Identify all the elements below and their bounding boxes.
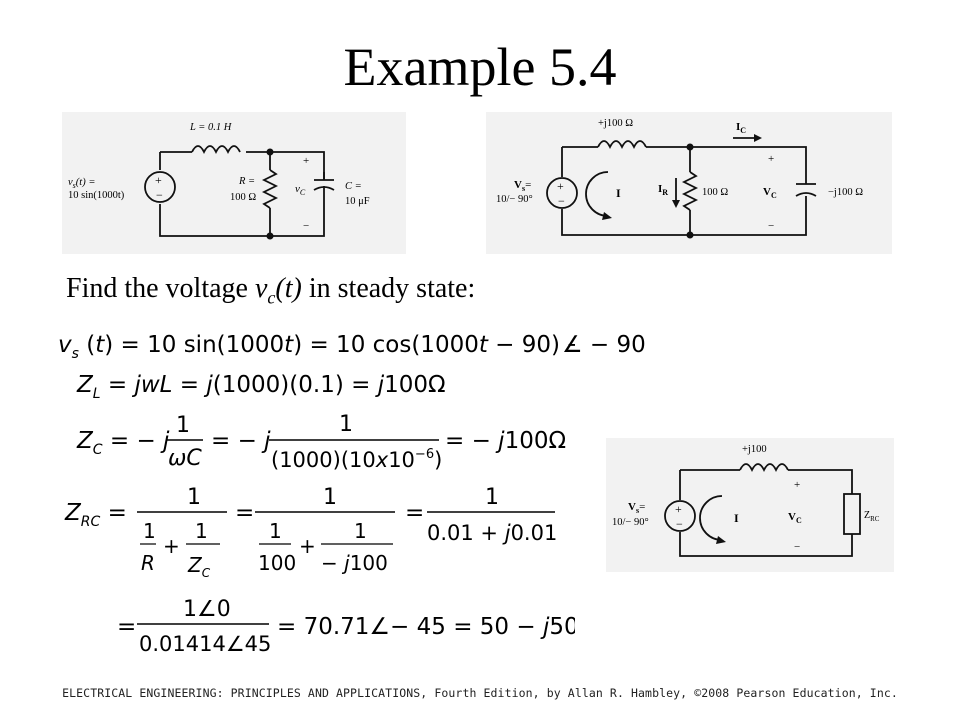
svg-text:∠ − 90: ∠ − 90 xyxy=(562,332,646,358)
c3-source-value: 10/− 90° xyxy=(612,517,649,528)
equation-vs-phasor-angle: ∠ − 90 xyxy=(562,332,646,358)
svg-text:0.01414∠45: 0.01414∠45 xyxy=(139,632,271,656)
svg-text:1: 1 xyxy=(269,519,282,543)
c3-loop-current: I xyxy=(734,511,739,525)
svg-text:ωC: ωC xyxy=(168,446,202,471)
svg-text:1: 1 xyxy=(485,485,499,510)
svg-text:ZC = − j: ZC = − j xyxy=(76,428,170,458)
svg-text:− j100: − j100 xyxy=(321,551,388,575)
c3-vc-minus: − xyxy=(794,541,800,553)
c1-source-label: vs(t) = xyxy=(68,177,95,190)
svg-text:1: 1 xyxy=(339,412,353,437)
problem-statement: Find the voltage vc(t) in steady state: xyxy=(66,273,476,308)
svg-text:vs (t) = 10 sin(1000t) = 10 co: vs (t) = 10 sin(1000t) = 10 cos(1000t − … xyxy=(58,332,575,362)
equation-zc: ZC = − j 1 ωC = − j 1 (1000)(10x10−6) = … xyxy=(76,412,566,472)
c2-source-minus: − xyxy=(558,194,565,208)
c1-vc-label: vC xyxy=(295,183,306,197)
c3-load-label: ZRC xyxy=(864,510,880,523)
svg-text:+: + xyxy=(299,534,316,558)
svg-text:(1000)(10x10−6): (1000)(10x10−6) xyxy=(271,447,442,472)
svg-text:=: = xyxy=(117,614,136,640)
c2-source-value: 10/− 90° xyxy=(496,194,533,205)
c1-source-plus: + xyxy=(155,173,162,187)
c2-vc-label: VC xyxy=(763,186,777,200)
equation-vs-phasor: vs (t) = 10 sin(1000t) = 10 cos(1000t − … xyxy=(58,332,575,362)
c2-ic-label: IC xyxy=(736,121,746,135)
svg-text:=: = xyxy=(405,500,424,526)
svg-text:1: 1 xyxy=(187,485,201,510)
c1-resistor-label-2: 100 Ω xyxy=(230,192,256,203)
c2-ir-label: IR xyxy=(658,183,668,197)
footer-citation: ELECTRICAL ENGINEERING: PRINCIPLES AND A… xyxy=(62,686,898,700)
c3-vc-label: VC xyxy=(788,511,802,525)
c3-inductor-label: +j100 xyxy=(742,444,767,455)
c1-source-value: 10 sin(1000t) xyxy=(68,190,125,201)
c1-vc-minus: − xyxy=(303,220,309,232)
c1-inductor-label: L = 0.1 H xyxy=(189,122,233,133)
equation-zrc-result: = 1∠0 0.01414∠45 = 70.71∠− 45 = 50 − j50 xyxy=(117,597,575,656)
svg-text:= − j: = − j xyxy=(211,428,271,454)
circuit-diagram-3: + − Vs= 10/− 90° +j100 I + VC − ZRC xyxy=(606,438,894,572)
c1-resistor-label-1: R = xyxy=(238,176,255,187)
svg-text:ZRC =: ZRC = xyxy=(64,500,127,530)
svg-text:1∠0: 1∠0 xyxy=(183,597,231,622)
c2-source-label: Vs= xyxy=(514,179,531,193)
equation-zl: ZL = jwL = j(1000)(0.1) = j100Ω xyxy=(76,372,446,402)
svg-text:1: 1 xyxy=(195,519,208,543)
equation-zrc: ZRC = 1 1 R + 1 ZC = 1 1 100 + 1 − j100 … xyxy=(64,485,557,580)
c1-vc-plus: + xyxy=(303,155,309,167)
c3-source-label: Vs= xyxy=(628,501,645,515)
svg-text:= − j100Ω: = − j100Ω xyxy=(445,428,566,454)
circuit-1-svg: + − vs(t) = 10 sin(1000t) L = 0.1 H R = … xyxy=(68,122,370,240)
svg-text:= 70.71∠− 45 = 50 − j50: = 70.71∠− 45 = 50 − j50 xyxy=(277,614,575,640)
circuit-diagram-1: + − vs(t) = 10 sin(1000t) L = 0.1 H R = … xyxy=(62,112,406,254)
svg-text:=: = xyxy=(235,500,254,526)
svg-text:0.01 + j0.01: 0.01 + j0.01 xyxy=(427,521,557,545)
c2-resistor-label: 100 Ω xyxy=(702,187,728,198)
c1-cap-label-1: C = xyxy=(345,181,362,192)
c1-cap-label-2: 10 μF xyxy=(345,196,370,207)
svg-text:1: 1 xyxy=(354,519,367,543)
svg-text:ZC: ZC xyxy=(187,553,211,580)
c3-source-plus: + xyxy=(675,502,682,516)
c2-capacitor-label: −j100 Ω xyxy=(828,187,863,198)
svg-text:ZL = jwL = j(1000)(0.1) = j100: ZL = jwL = j(1000)(0.1) = j100Ω xyxy=(76,372,446,402)
svg-text:+: + xyxy=(163,534,180,558)
c2-vc-minus: − xyxy=(768,220,774,232)
c3-source-minus: − xyxy=(676,517,683,531)
svg-text:R: R xyxy=(141,551,155,575)
c2-source-plus: + xyxy=(557,179,564,193)
svg-text:100: 100 xyxy=(258,551,296,575)
c2-loop-current: I xyxy=(616,186,621,200)
c2-vc-plus: + xyxy=(768,153,774,165)
svg-text:1: 1 xyxy=(323,485,337,510)
svg-text:1: 1 xyxy=(143,519,156,543)
c3-vc-plus: + xyxy=(794,479,800,491)
c1-source-minus: − xyxy=(156,188,163,202)
slide-title: Example 5.4 xyxy=(343,37,617,97)
c2-inductor-label: +j100 Ω xyxy=(598,118,633,129)
svg-text:1: 1 xyxy=(176,413,190,438)
equations: vs (t) = 10 sin(1000t) = 10 cos(1000t − … xyxy=(58,332,575,656)
circuit-diagram-2: + − Vs= 10/− 90° +j100 Ω I IR 100 Ω + VC… xyxy=(486,112,892,254)
circuit-3-svg: + − Vs= 10/− 90° +j100 I + VC − ZRC xyxy=(612,444,880,557)
circuit-2-svg: + − Vs= 10/− 90° +j100 Ω I IR 100 Ω + VC… xyxy=(496,118,863,239)
